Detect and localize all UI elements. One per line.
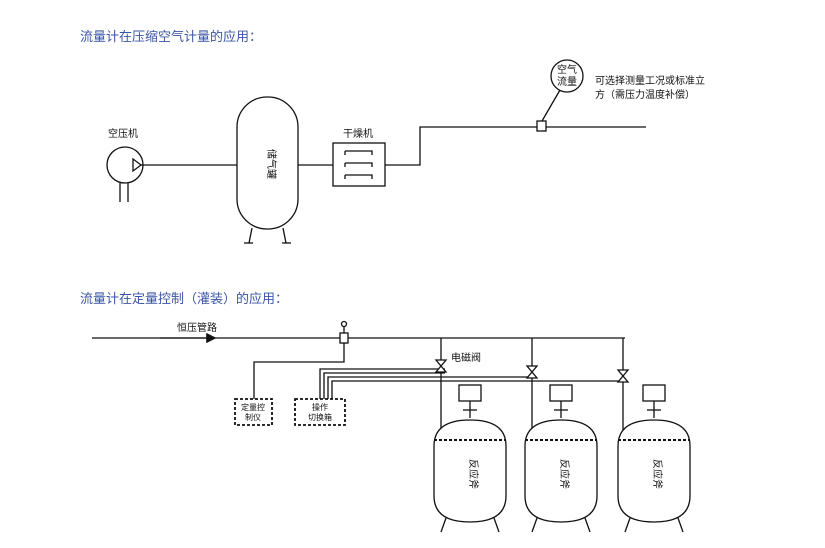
compressor-label: 空压机 xyxy=(108,127,138,140)
pipe-label: 恒压管路 xyxy=(177,321,217,334)
solenoid-valve-label: 电磁阀 xyxy=(451,351,481,364)
air-tank-symbol xyxy=(236,96,299,244)
solenoid-valve-3 xyxy=(616,338,630,432)
meter-label-line1: 空气 xyxy=(557,63,577,76)
meter-label-line2: 流量 xyxy=(557,75,577,88)
tank-label: 储气罐 xyxy=(265,149,278,179)
fill-flow-meter-symbol xyxy=(339,320,349,344)
reactor-label-2: 反应斧 xyxy=(558,459,571,489)
reactor-label-1: 反应斧 xyxy=(467,459,480,489)
meter-note-line1: 可选择测量工况或标准立 xyxy=(595,74,705,87)
compressor-symbol xyxy=(106,146,144,202)
pipe-dryer-outlet xyxy=(385,126,646,166)
section2-title: 流量计在定量控制（灌装）的应用： xyxy=(80,292,289,307)
solenoid-valve-2 xyxy=(525,338,539,432)
air-flow-meter-symbol xyxy=(536,59,584,132)
solenoid-valve-1 xyxy=(434,338,448,432)
dryer-label: 干燥机 xyxy=(343,127,373,140)
operation-switch-box xyxy=(294,398,346,426)
controller-label-line2: 制仪 xyxy=(245,412,261,422)
section1-title: 流量计在压缩空气计量的应用： xyxy=(80,30,263,45)
reactor-label-3: 反应斧 xyxy=(651,459,664,489)
meter-note-line2: 方（需压力温度补偿） xyxy=(595,88,695,101)
reactor-3 xyxy=(617,384,691,533)
quantitative-controller-box xyxy=(234,398,273,426)
reactor-2 xyxy=(524,384,598,533)
switch-label-line1: 操作 xyxy=(312,402,328,412)
dryer-symbol xyxy=(332,142,386,187)
switch-label-line2: 切换箱 xyxy=(308,412,332,422)
reactor-1 xyxy=(433,384,507,533)
controller-label-line1: 定量控 xyxy=(241,402,265,412)
